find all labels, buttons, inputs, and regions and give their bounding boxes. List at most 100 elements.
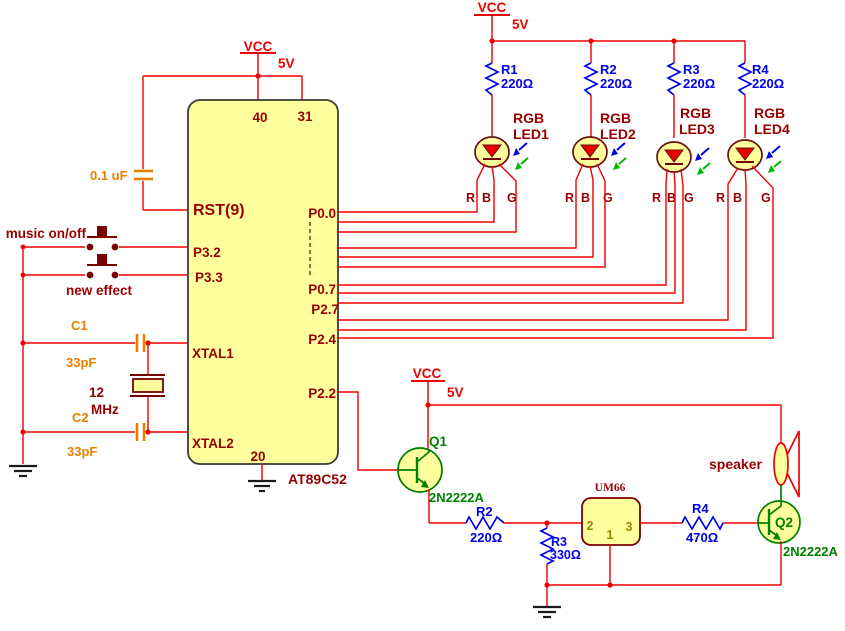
transistor-q2: Q2 2N2222A	[757, 500, 839, 585]
mcu-p07-pin: P0.7	[308, 282, 336, 297]
oscillator: C1 33pF C2 33pF 12 MHz	[20, 318, 188, 459]
emission-arrow-blue	[611, 148, 618, 156]
led4-pin-b: B	[733, 191, 742, 205]
r2-audio-ref: R2	[476, 504, 493, 519]
mcu-power-net: VCC 5V	[143, 39, 303, 100]
led3-name: LED3	[679, 121, 715, 137]
music-button-label: music on/off	[6, 226, 87, 241]
mcu-xtal2-pin: XTAL2	[192, 436, 234, 451]
c2-ref: C2	[72, 410, 89, 425]
effect-button-label: new effect	[66, 283, 133, 298]
emission-arrow-blue	[513, 148, 520, 156]
led1-pin-g: G	[507, 191, 517, 205]
led4-name: LED4	[754, 121, 790, 137]
button-actuator	[97, 254, 107, 264]
wire-p01-led1-b	[338, 165, 495, 223]
led1-name: LED1	[513, 126, 549, 142]
wire-p26-led4-r	[338, 167, 739, 321]
wire-p05-led2-g	[338, 163, 606, 268]
mcu-p33-pin: P3.3	[195, 270, 223, 285]
led2-pin-b: B	[581, 191, 590, 205]
junction-dot	[255, 73, 261, 79]
r4-value: 220Ω	[752, 76, 784, 91]
vcc-voltage: 5V	[278, 56, 295, 71]
r1-value: 220Ω	[501, 76, 533, 91]
wire-p06-led3-r	[338, 168, 668, 286]
um66-pin3: 3	[626, 520, 633, 534]
led-diode-triangle	[580, 144, 600, 158]
vcc-voltage: 5V	[447, 385, 464, 400]
resistor-r2-audio: R2 220Ω	[429, 504, 582, 545]
reset-cap-value: 0.1 uF	[90, 168, 128, 183]
um66-label: UM66	[595, 482, 626, 494]
resistor-r4-audio: R4 470Ω	[640, 501, 758, 545]
led1-pin-b: B	[482, 191, 491, 205]
led-diode-triangle	[735, 147, 755, 161]
crystal	[130, 343, 165, 432]
c2-value: 33pF	[67, 444, 97, 459]
crystal-freq-unit: MHz	[91, 402, 119, 417]
button-actuator	[97, 226, 107, 236]
mcu-body	[187, 99, 339, 465]
r2-ref: R2	[600, 62, 617, 77]
led2-name: LED2	[600, 126, 636, 142]
vcc-label: VCC	[478, 0, 507, 15]
speaker: speaker	[709, 405, 800, 502]
resistor-r3-audio: R3 330Ω	[539, 523, 581, 585]
resistor-r2: R2 220Ω	[583, 41, 632, 138]
led3-pin-g: G	[684, 191, 694, 205]
emission-arrow-green	[613, 162, 620, 170]
r4-ref: R4	[752, 62, 769, 77]
ground-symbol-mcu	[248, 479, 276, 493]
c1-value: 33pF	[66, 355, 96, 370]
rgb-led-2: RGB LED2 R B G	[565, 110, 636, 205]
resistor-r1: R1 220Ω	[484, 41, 533, 138]
led-power-rail: VCC 5V R1 220Ω R2 220Ω R3 220Ω	[474, 0, 784, 138]
led2-type: RGB	[600, 110, 631, 126]
wire-p24-led4-g	[338, 165, 774, 339]
emission-arrow-blue	[695, 153, 702, 161]
r3-audio-value: 330Ω	[550, 548, 581, 562]
emission-arrow-green	[697, 167, 704, 175]
mcu-pin-40: 40	[252, 110, 267, 125]
wire-p02-led1-g	[338, 163, 517, 233]
wire-p25-led4-b	[338, 168, 747, 331]
button-effect	[86, 254, 119, 279]
speaker-coil	[773, 442, 789, 486]
resistor-r4: R4 220Ω	[737, 41, 784, 138]
led3-type: RGB	[680, 105, 711, 121]
speaker-label: speaker	[709, 456, 762, 472]
push-buttons: music on/off new effect	[6, 226, 188, 478]
audio-stage: VCC 5V Q1 2N2222A R2 220Ω	[338, 366, 839, 619]
r4-audio-ref: R4	[692, 501, 709, 516]
crystal-freq: 12	[89, 385, 104, 400]
reset-capacitor: 0.1 uF	[90, 76, 188, 211]
led4-type: RGB	[754, 105, 785, 121]
rgb-led-4: RGB LED4 R B G	[716, 105, 790, 205]
led2-pin-r: R	[565, 191, 574, 205]
emitter-arrow	[773, 532, 781, 540]
mcu-xtal1-pin: XTAL1	[192, 346, 234, 361]
button-music	[86, 226, 119, 251]
r1-ref: R1	[501, 62, 518, 77]
mcu-p24-pin: P2.4	[308, 332, 336, 347]
vcc-label: VCC	[244, 39, 273, 54]
um66-pin1: 1	[607, 528, 614, 542]
mcu-p27-pin: P2.7	[311, 302, 339, 317]
led1-type: RGB	[513, 110, 544, 126]
emission-arrow-blue	[766, 151, 773, 159]
led-diode-triangle	[664, 149, 684, 163]
ground-symbol-left	[9, 464, 37, 478]
um66-body	[581, 497, 641, 546]
q2-part: 2N2222A	[783, 544, 839, 559]
r3-ref: R3	[683, 62, 700, 77]
q1-part: 2N2222A	[429, 490, 485, 505]
wire-p03-led2-r	[338, 163, 584, 249]
rgb-led-1: RGB LED1 R B G	[466, 110, 549, 205]
led1-pin-r: R	[466, 191, 475, 205]
mcu-rst-pin: RST(9)	[193, 202, 245, 219]
r4-audio-value: 470Ω	[686, 530, 718, 545]
led2-pin-g: G	[603, 191, 613, 205]
